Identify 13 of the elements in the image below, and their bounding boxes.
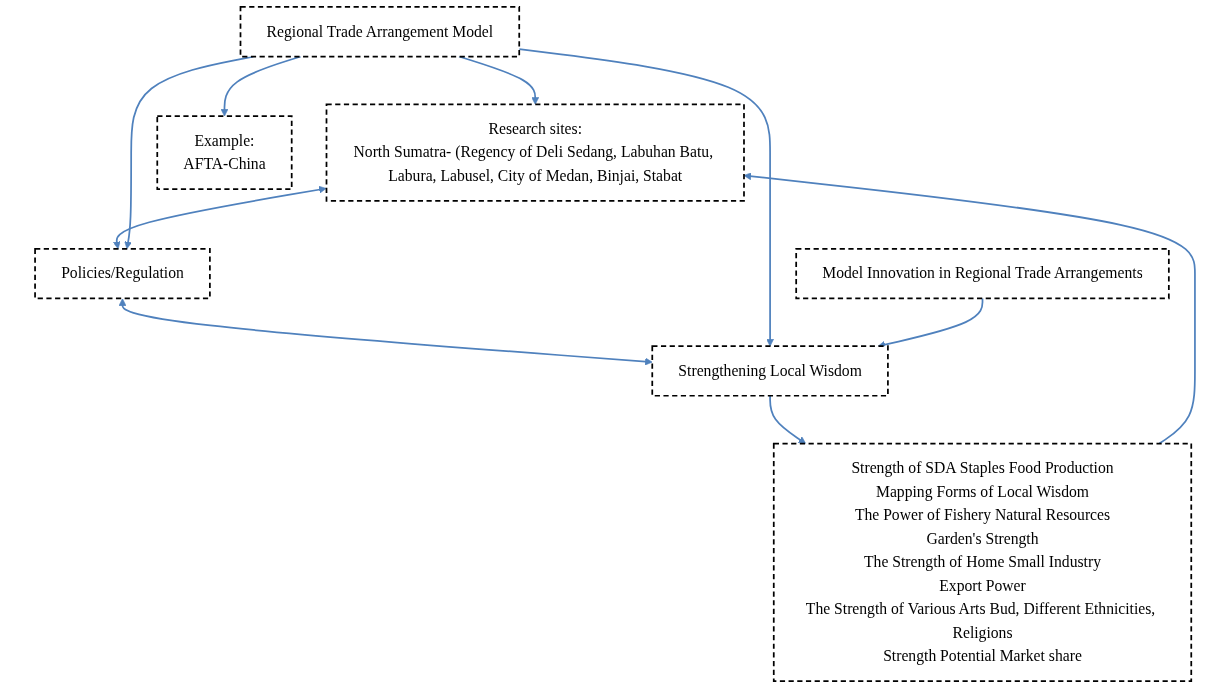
node-box: Regional Trade Arrangement Model (239, 6, 521, 58)
arrow (743, 172, 1196, 445)
node-box: Policies/Regulation (34, 247, 211, 300)
arrow (118, 298, 653, 366)
arrow (220, 55, 302, 117)
node-box: Model Innovation in Regional Trade Arrangements (795, 247, 1170, 300)
node-box: Strengthening Local Wisdom (651, 345, 889, 397)
arrow (113, 185, 327, 250)
node-box: Strength of SDA Staples Food Production Mapping Forms of Local Wisdom The Power of Fishery Natural Resources Garden's Strength The Strength of Home Small Industry Export Power The Strength of Various Arts Bud, Different Ethnicities, Religions Strength Potential Market share (772, 442, 1193, 682)
node-box: Example: AFTA-China (156, 115, 293, 191)
arrow (458, 55, 540, 105)
arrow (769, 394, 807, 444)
node-box: Research sites: North Sumatra- (Regency of Deli Sedang, Labuhan Batu, Labura, Labusel, City of Medan, Binjai, Stabat (325, 103, 745, 202)
